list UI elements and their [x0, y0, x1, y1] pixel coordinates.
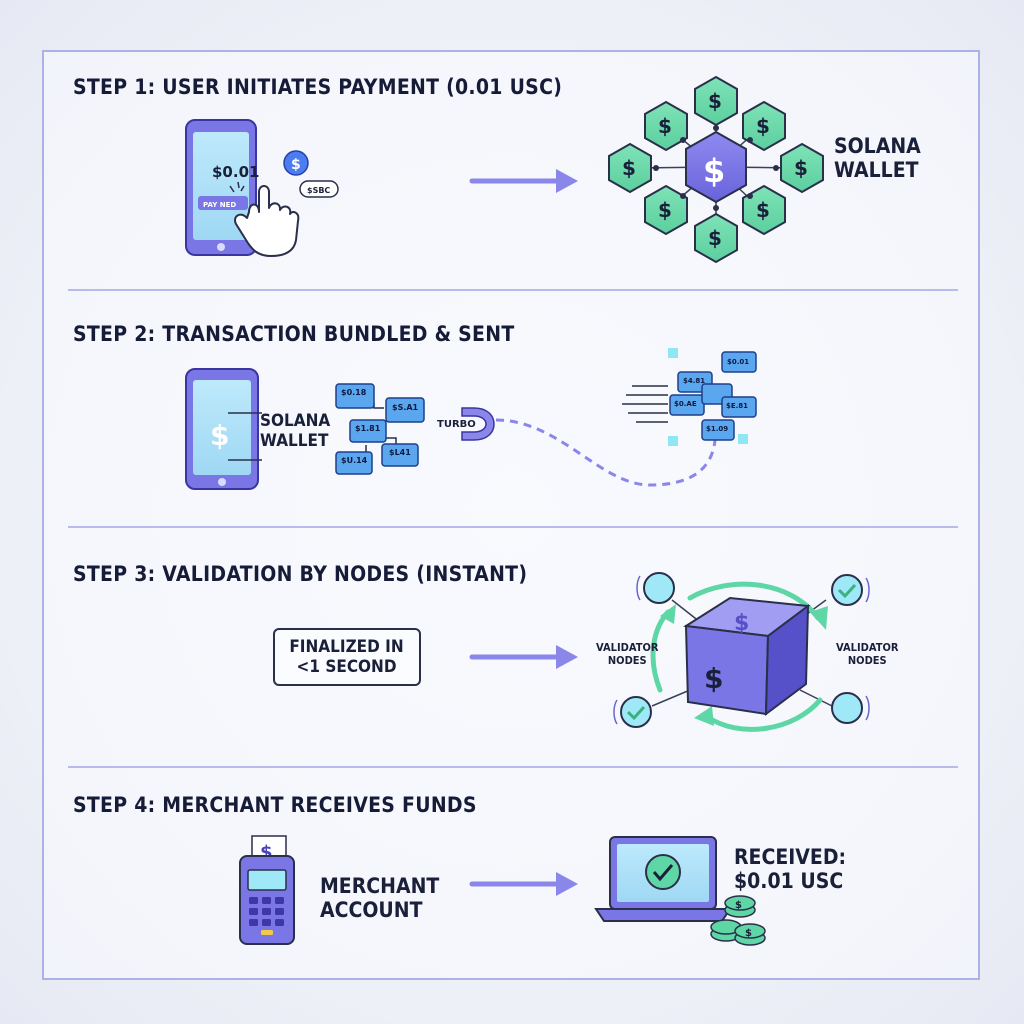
hex-connector-dots — [653, 125, 779, 211]
packet-d: $L41 — [389, 448, 411, 457]
hex-node-top: $ — [694, 75, 738, 127]
validator-left-line1: VALIDATOR — [596, 641, 659, 654]
token-tag-box — [299, 180, 339, 198]
finalized-line1: FINALIZED IN — [289, 636, 405, 657]
validator-label-left: VALIDATOR NODES — [596, 641, 659, 667]
step-3-title: STEP 3: VALIDATION BY NODES (INSTANT) — [73, 562, 528, 586]
node-ripple — [613, 575, 870, 725]
packet-i: $E.81 — [726, 402, 748, 410]
packet-g: $0.01 — [727, 358, 749, 366]
svg-text:$: $ — [658, 198, 672, 222]
svg-text:$: $ — [708, 226, 722, 250]
hex-node-right: $ — [780, 142, 824, 194]
packet-c: $1.81 — [355, 424, 381, 433]
hex-node-bottom-left: $ — [644, 184, 688, 236]
pointing-hand-icon — [229, 181, 300, 257]
svg-text:$: $ — [291, 157, 301, 173]
step1-wallet-label: SOLANA WALLET — [834, 134, 921, 182]
token-tag: $SBC — [307, 186, 330, 195]
step-divider-1 — [68, 289, 958, 291]
packet-b: $S.A1 — [392, 403, 419, 412]
received-line2: $0.01 USC — [734, 869, 844, 894]
finalized-badge: FINALIZED IN <1 SECOND — [273, 628, 421, 686]
wallet-label-line1: SOLANA — [260, 411, 331, 431]
merchant-line1: MERCHANT — [320, 874, 440, 898]
coin-stack-icon: $ $ — [710, 895, 766, 946]
step1-phone-amount: $0.01 — [212, 163, 259, 181]
step1-arrow-head — [556, 169, 578, 193]
svg-text:$: $ — [704, 662, 723, 695]
speed-lines — [622, 385, 668, 423]
step-divider-3 — [68, 766, 958, 768]
hex-node-top-left: $ — [644, 100, 688, 152]
step2-phone: $ — [185, 368, 262, 490]
svg-text:$: $ — [703, 152, 725, 190]
svg-text:$: $ — [734, 611, 749, 636]
hex-node-left: $ — [608, 142, 652, 194]
step-4-title: STEP 4: MERCHANT RECEIVES FUNDS — [73, 793, 477, 817]
validator-label-right: VALIDATOR NODES — [836, 641, 899, 667]
svg-text:$: $ — [735, 900, 742, 911]
finalized-line2: <1 SECOND — [296, 657, 398, 677]
validator-right-line2: NODES — [847, 653, 887, 667]
step1-pay-button: PAY NED — [203, 201, 236, 209]
merchant-account-label: MERCHANT ACCOUNT — [320, 874, 439, 922]
svg-text:$: $ — [794, 156, 808, 180]
packet-tag — [335, 383, 425, 475]
transfer-dashed-path — [495, 418, 717, 487]
turbo-label: TURBO — [437, 419, 476, 430]
svg-text:$: $ — [756, 114, 770, 138]
hex-node-bottom-right: $ — [742, 184, 786, 236]
validator-right-line1: VALIDATOR — [836, 641, 899, 654]
merchant-line2: ACCOUNT — [320, 898, 423, 923]
step-1-title: STEP 1: USER INITIATES PAYMENT (0.01 USC… — [73, 75, 563, 99]
packet-a: $0.18 — [341, 388, 367, 397]
checkmark-icon — [837, 583, 857, 599]
wallet-label-line2: WALLET — [834, 158, 919, 183]
svg-text:$: $ — [745, 928, 752, 939]
wallet-label-line1: SOLANA — [834, 134, 921, 158]
step4-arrow-head — [556, 872, 578, 896]
received-line1: RECEIVED: — [734, 845, 847, 869]
validator-left-line2: NODES — [607, 653, 647, 667]
step2-wallet-label: SOLANA WALLET — [260, 411, 331, 451]
validator-node — [620, 572, 863, 728]
hex-node-bottom: $ — [694, 212, 738, 264]
coin-icon: $ — [283, 150, 309, 176]
step-2-title: STEP 2: TRANSACTION BUNDLED & SENT — [73, 322, 515, 346]
packet-j: $1.09 — [706, 425, 728, 433]
checkmark-icon — [626, 705, 646, 721]
step-divider-2 — [68, 526, 958, 528]
hex-node-center: $ — [685, 130, 747, 204]
svg-text:$: $ — [210, 419, 229, 452]
wallet-label-line2: WALLET — [260, 430, 329, 451]
svg-text:$: $ — [708, 89, 722, 113]
packet-e: $U.14 — [341, 456, 368, 465]
svg-text:$: $ — [622, 156, 636, 180]
check-circle-icon — [645, 854, 681, 890]
packet-h: $0.AE — [674, 400, 697, 408]
svg-text:$: $ — [658, 114, 672, 138]
packet-f: $4.81 — [683, 377, 705, 385]
received-label: RECEIVED: $0.01 USC — [734, 845, 846, 893]
packet-cluster — [668, 348, 757, 446]
validation-cycle-arrowheads — [660, 604, 828, 726]
step3-arrow-head — [556, 645, 578, 669]
payment-terminal: $ — [239, 835, 295, 945]
svg-text:$: $ — [756, 198, 770, 222]
turbo-magnet-icon — [461, 407, 495, 441]
hex-node-top-right: $ — [742, 100, 786, 152]
validation-block-cube: $ $ — [683, 596, 811, 717]
